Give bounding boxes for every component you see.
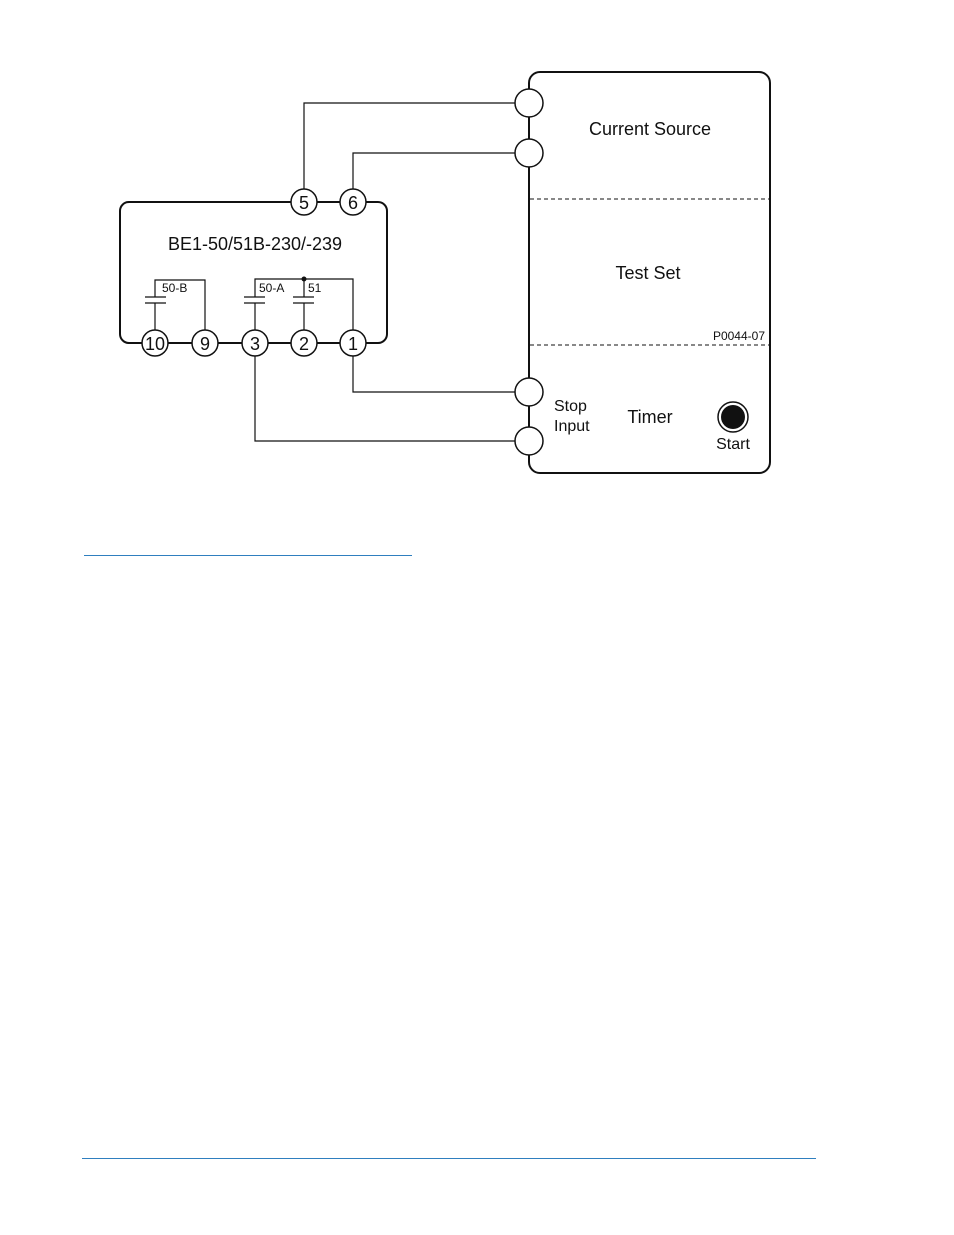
terminal-9-label: 9 (200, 334, 210, 354)
terminal-2-label: 2 (299, 334, 309, 354)
terminal-5-label: 5 (299, 193, 309, 213)
timer-label: Timer (627, 407, 672, 427)
contact-label-51: 51 (308, 281, 322, 295)
current-source-label: Current Source (589, 119, 711, 139)
figure-code: P0044-07 (713, 329, 765, 343)
relay-box (119, 201, 388, 344)
stop-input-terminal-1 (514, 377, 544, 407)
terminal-2 (290, 329, 318, 357)
test-set-label: Test Set (615, 263, 680, 283)
terminal-10 (141, 329, 169, 357)
terminal-1 (339, 329, 367, 357)
start-button (721, 405, 745, 429)
current-source-terminal-2 (514, 138, 544, 168)
stop-label: Stop (554, 398, 587, 415)
terminal-3 (241, 329, 269, 357)
terminal-3-label: 3 (250, 334, 260, 354)
contact-label-50a: 50-A (259, 281, 284, 295)
wiring-diagram: 50-B 50-A 51 5 6 10 9 3 2 1 BE1-50/51B-2… (119, 71, 771, 474)
contact-label-50b: 50-B (162, 281, 187, 295)
terminal-5 (290, 188, 318, 216)
footer-rule (82, 1158, 816, 1159)
terminal-1-label: 1 (348, 334, 358, 354)
relay-title: BE1-50/51B-230/-239 (168, 234, 342, 254)
input-label: Input (554, 418, 590, 435)
wire-3-stop-input (254, 356, 515, 442)
test-set-box (528, 71, 771, 474)
caption-rule (84, 555, 412, 556)
contact-50b-wire-top (154, 279, 206, 330)
stop-input-terminal-2 (514, 426, 544, 456)
junction-dot (301, 276, 307, 282)
terminal-9 (191, 329, 219, 357)
terminal-6 (339, 188, 367, 216)
wire-1-stop-input (352, 356, 515, 393)
terminal-6-label: 6 (348, 193, 358, 213)
start-label: Start (716, 436, 750, 453)
current-source-terminal-1 (514, 88, 544, 118)
terminal-10-label: 10 (145, 334, 165, 354)
wire-5-current-source (303, 102, 515, 189)
wire-6-current-source (352, 152, 515, 189)
